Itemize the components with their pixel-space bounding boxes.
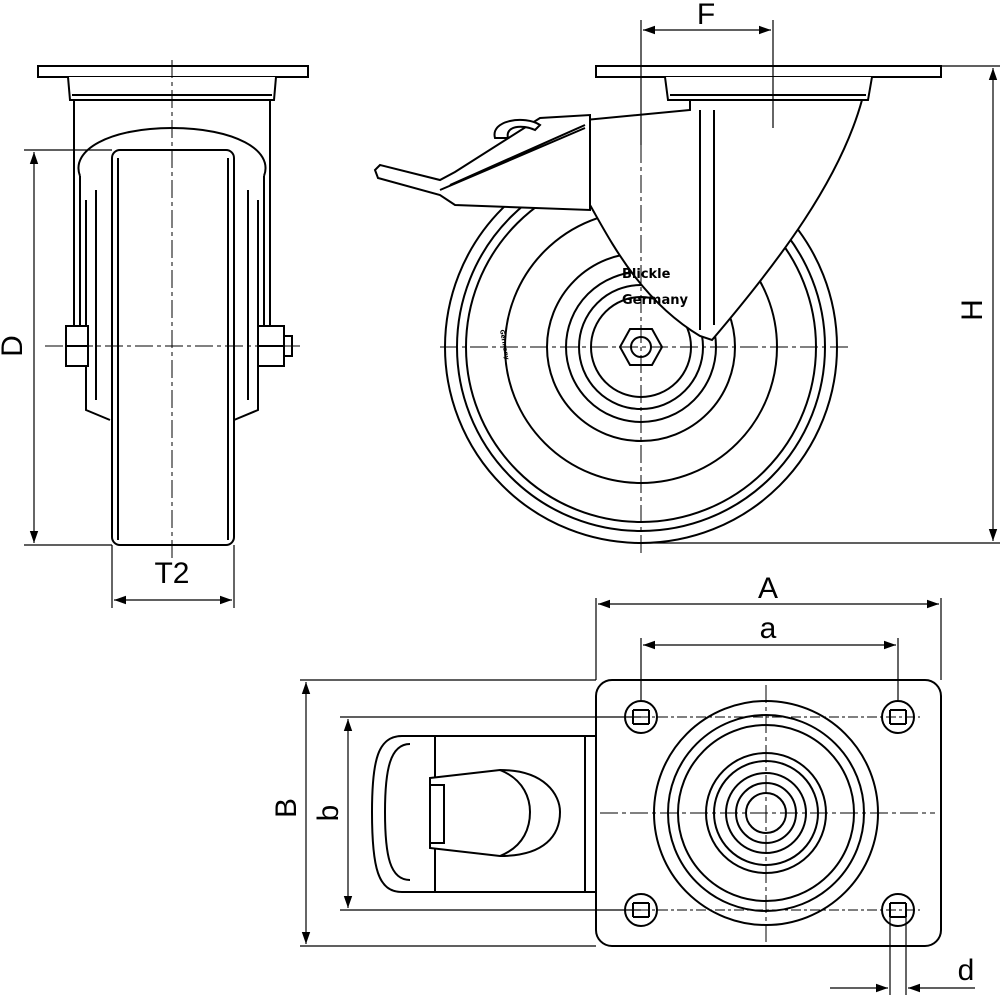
dimension-B: [300, 679, 596, 947]
label-b: b: [312, 805, 345, 822]
label-H: H: [956, 299, 989, 321]
label-d: d: [958, 954, 975, 987]
dimension-A: [595, 598, 942, 680]
top-plate: [37, 65, 309, 78]
front-view: [373, 65, 942, 555]
label-a: a: [760, 612, 777, 645]
dimension-a: [640, 638, 899, 700]
top-plate-front: [595, 65, 942, 78]
fork-front: [584, 99, 864, 342]
top-view: [370, 679, 942, 947]
label-D: D: [0, 335, 29, 357]
brake-pedal: [373, 113, 591, 212]
brake-lever: [429, 768, 562, 858]
dimension-D: [24, 149, 112, 546]
dimension-b: [340, 716, 641, 911]
wheel-side: [111, 149, 235, 546]
side-view: [37, 60, 309, 560]
label-A: A: [758, 572, 778, 605]
label-T2: T2: [154, 557, 189, 590]
dimension-d: [830, 910, 975, 995]
wheel-brand-line2: Germany: [622, 293, 688, 308]
label-B: B: [270, 798, 303, 818]
dimension-F: [640, 20, 774, 145]
dimension-T2: [111, 545, 235, 608]
wheel-brand-line1: Blickle: [622, 267, 671, 282]
label-F: F: [697, 0, 715, 31]
dimension-H: [641, 65, 1000, 544]
fork-body: [73, 100, 271, 345]
